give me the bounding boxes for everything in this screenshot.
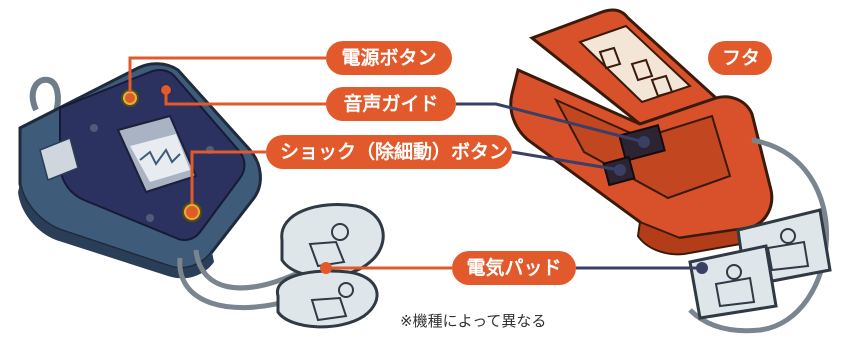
ecg-trace-icon	[139, 148, 181, 166]
label-lid: フタ	[708, 41, 772, 75]
aed-device-left	[18, 62, 302, 311]
screw	[146, 214, 154, 222]
screw	[90, 124, 98, 132]
body-figure-icon	[308, 240, 346, 268]
electrode-pads-right	[688, 208, 832, 320]
body-figure-icon	[766, 240, 810, 272]
leader-dot	[186, 206, 198, 218]
carry-handle	[29, 76, 61, 113]
leader-lines	[125, 56, 708, 274]
label-shock-button: ショック（除細動）ボタン	[266, 135, 512, 169]
leader-dot	[125, 93, 135, 103]
leader-shock-left	[190, 150, 266, 204]
leader-dot	[614, 164, 626, 176]
pad-cable	[193, 249, 302, 291]
instruction-figure-icon	[598, 46, 674, 98]
label-power-button: 電源ボタン	[326, 41, 452, 75]
leader-voice-guide-right	[456, 102, 645, 144]
device-side-shade	[18, 184, 214, 279]
label-electrode-pads: 電気パッド	[452, 251, 576, 285]
pad-cable	[177, 257, 293, 311]
aed-device-right	[509, 8, 830, 334]
body-figure-icon	[726, 264, 742, 280]
electrode-pads-left	[276, 203, 385, 329]
label-voice-guide: 音声ガイド	[326, 87, 456, 121]
leader-dot	[161, 85, 171, 95]
leader-dot	[638, 136, 650, 148]
body-figure-icon	[310, 296, 348, 322]
body-figure-icon	[338, 282, 354, 298]
leader-power-button	[128, 56, 326, 92]
body-figure-icon	[331, 223, 349, 241]
leader-shock-right	[511, 150, 621, 172]
leader-dot	[320, 262, 332, 274]
electrode-pad	[280, 203, 385, 279]
leader-dot	[696, 262, 708, 274]
body-figure-icon	[714, 276, 756, 308]
model-note: ※機種によって異なる	[400, 312, 547, 330]
body-figure-icon	[780, 228, 796, 244]
side-sticker	[39, 136, 79, 182]
pad-cable	[688, 137, 830, 334]
